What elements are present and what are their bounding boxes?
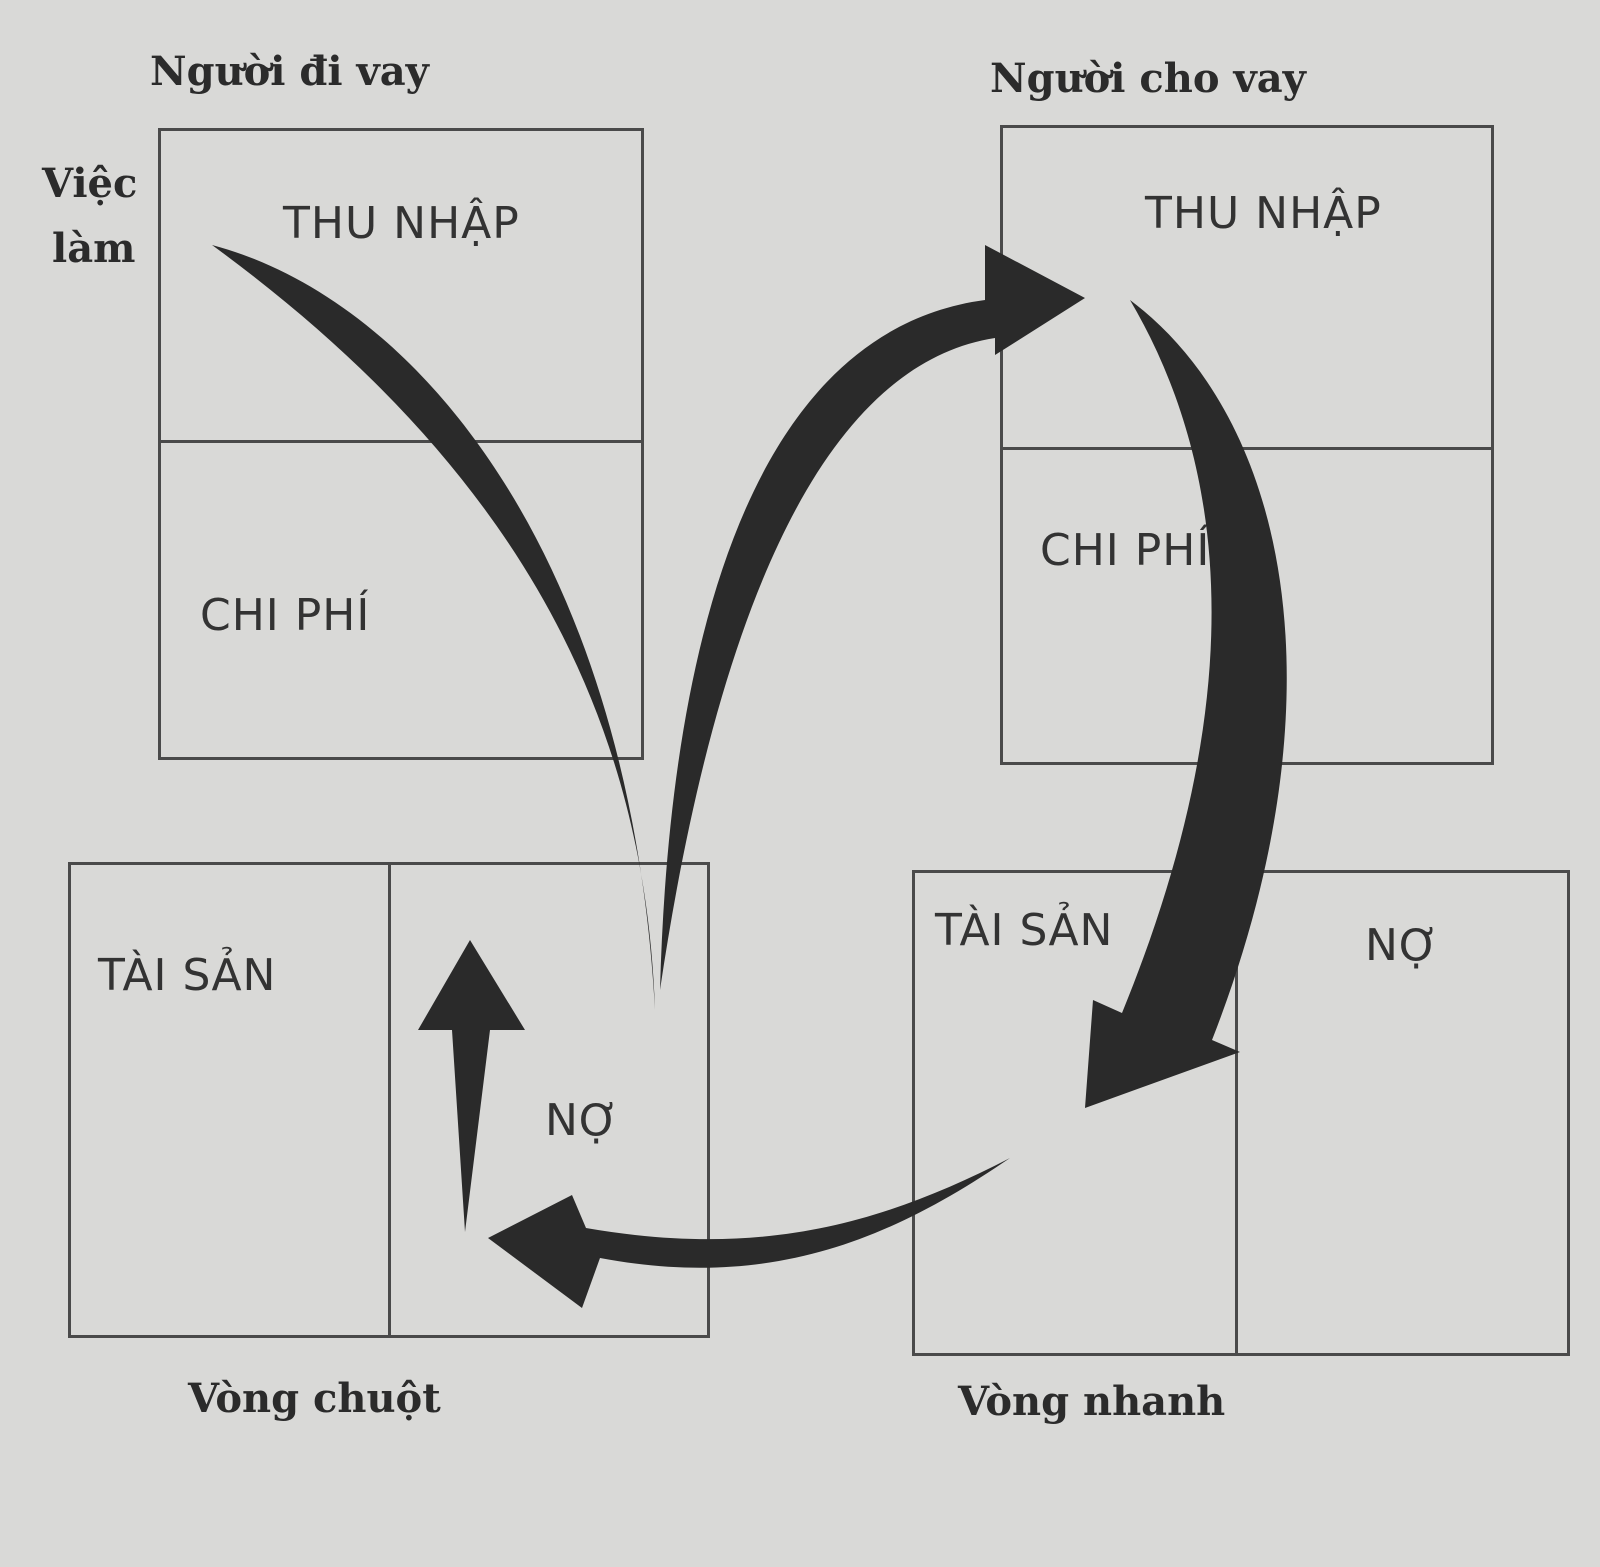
lender-income-divider	[1000, 447, 1494, 450]
borrower-balance-divider	[388, 862, 391, 1338]
borrower-expense-label: CHI PHÍ	[200, 590, 371, 641]
job-label-line1: Việc	[42, 160, 138, 207]
lender-assets-label: TÀI SẢN	[935, 905, 1114, 956]
liabilities-to-lender-income-arrow	[660, 245, 1085, 990]
lender-balance-divider	[1235, 870, 1238, 1356]
lender-assets-to-borrower-arrow	[488, 1158, 1010, 1308]
income-to-liabilities-arrow	[212, 245, 655, 1010]
borrower-income-statement	[158, 128, 644, 760]
job-label-line2: làm	[52, 225, 136, 272]
lender-income-label: THU NHẬP	[1145, 188, 1382, 239]
lender-liabilities-label: NỢ	[1365, 920, 1441, 971]
lender-income-to-assets-arrow	[1085, 300, 1287, 1108]
borrower-assets-label: TÀI SẢN	[98, 950, 277, 1001]
rat-race-caption: Vòng chuột	[188, 1375, 441, 1422]
borrower-income-divider	[158, 440, 644, 443]
borrower-income-label: THU NHẬP	[283, 198, 520, 249]
lender-expense-label: CHI PHÍ	[1040, 525, 1211, 576]
liabilities-up-arrow	[418, 940, 525, 1232]
lender-title: Người cho vay	[990, 55, 1306, 102]
borrower-liabilities-label: NỢ	[545, 1095, 621, 1146]
borrower-title: Người đi vay	[150, 48, 429, 95]
fast-track-caption: Vòng nhanh	[958, 1378, 1226, 1425]
